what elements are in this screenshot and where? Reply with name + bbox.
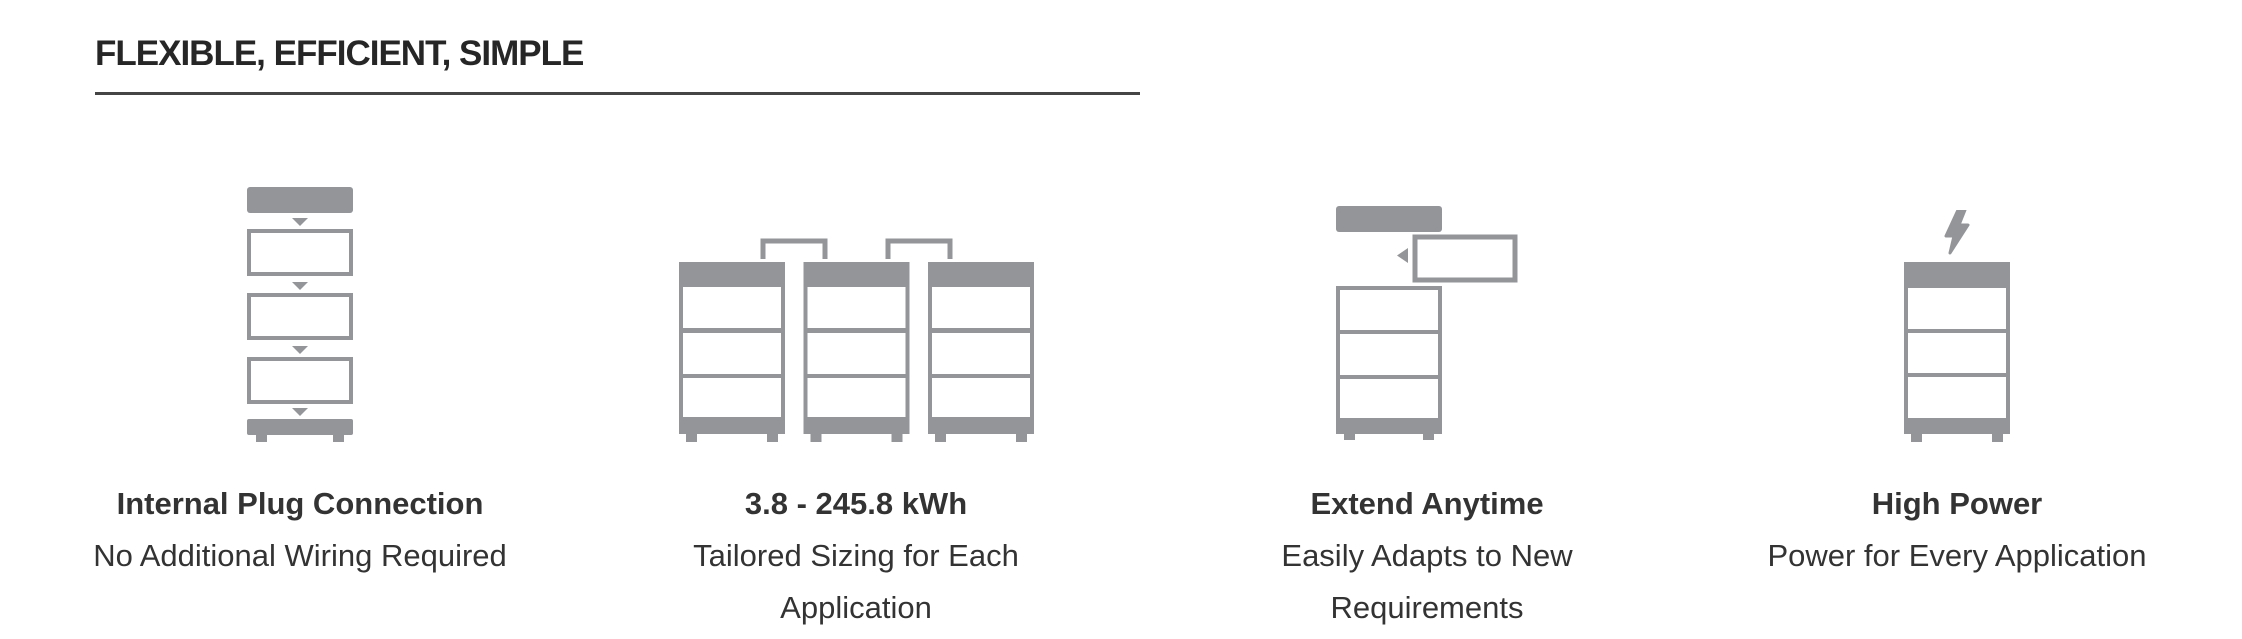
- stacked-modules-plug-icon-svg: [247, 187, 353, 442]
- feature-subtitle: No Additional Wiring Required: [93, 538, 507, 573]
- tower-add-module-icon-svg: [1336, 206, 1518, 440]
- features-row: Internal Plug Connection No Additional W…: [0, 187, 2242, 634]
- feature-extend-anytime: Extend Anytime Easily Adapts to New Requ…: [1142, 187, 1712, 634]
- three-battery-towers-icon-svg: [678, 238, 1034, 442]
- feature-capacity-range: 3.8 - 245.8 kWh Tailored Sizing for Each…: [570, 187, 1142, 634]
- feature-subtitle: Tailored Sizing for Each Application: [693, 538, 1019, 625]
- feature-internal-plug-connection: Internal Plug Connection No Additional W…: [30, 187, 570, 634]
- feature-title: High Power: [1871, 486, 2043, 521]
- stacked-modules-plug-icon: [247, 187, 353, 442]
- feature-high-power: High Power Power for Every Application: [1712, 187, 2202, 634]
- tower-add-module-icon: [1336, 187, 1518, 442]
- lightning-tower-icon: [1904, 187, 2010, 442]
- feature-subtitle: Easily Adapts to New Requirements: [1281, 538, 1573, 625]
- section-title: FLEXIBLE, EFFICIENT, SIMPLE: [95, 34, 584, 73]
- feature-title: Extend Anytime: [1310, 486, 1544, 521]
- lightning-tower-icon-svg: [1904, 210, 2010, 442]
- feature-subtitle: Power for Every Application: [1767, 538, 2147, 573]
- features-section: FLEXIBLE, EFFICIENT, SIMPLE: [0, 32, 2242, 634]
- three-battery-towers-icon: [678, 187, 1034, 442]
- feature-title: Internal Plug Connection: [116, 486, 484, 521]
- section-header: FLEXIBLE, EFFICIENT, SIMPLE: [95, 32, 1140, 95]
- feature-title: 3.8 - 245.8 kWh: [744, 486, 968, 521]
- lightning-bolt-icon: [1944, 210, 1970, 255]
